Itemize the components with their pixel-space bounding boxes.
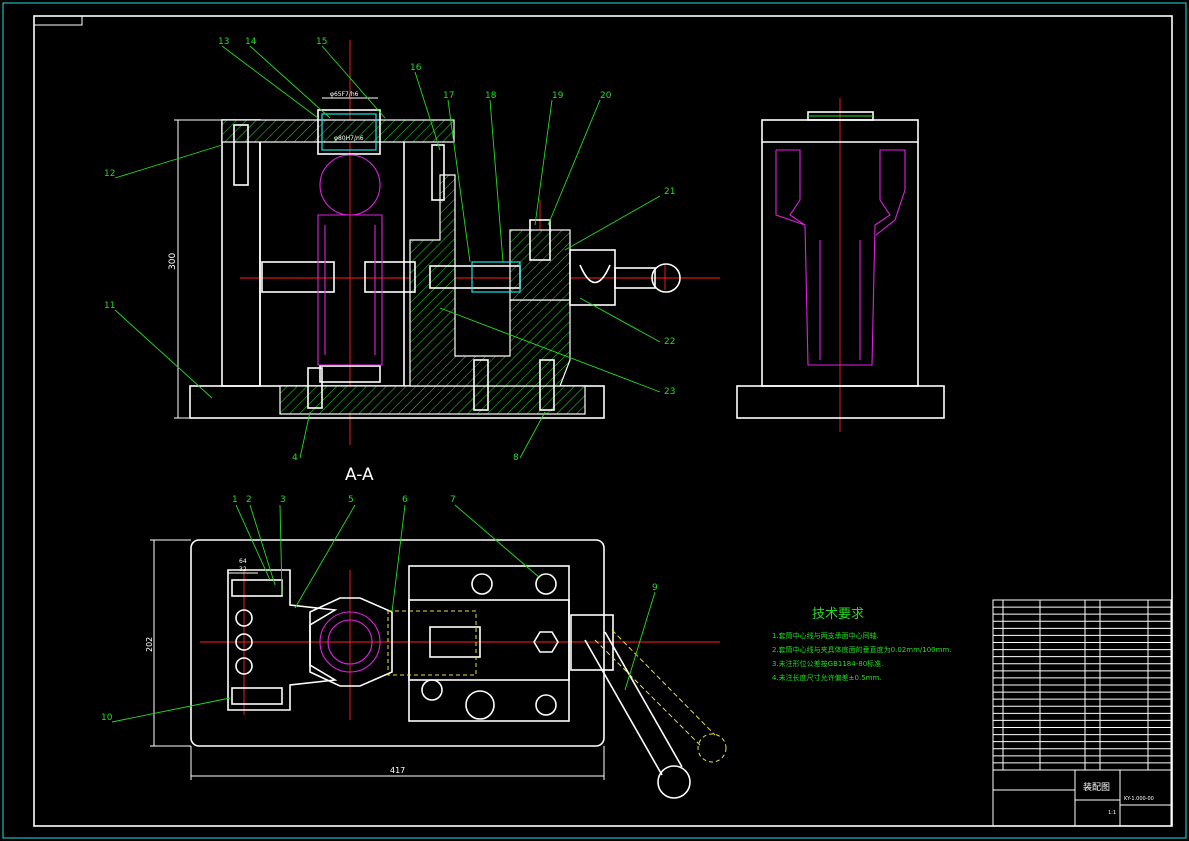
tech-item-4: 4.未注长度尺寸允许偏差±0.5mm.: [772, 673, 882, 682]
tech-item-3: 3.未注形位公差按GB1184-80标准.: [772, 659, 883, 668]
balloon-9: 9: [652, 583, 658, 593]
balloon-7: 7: [450, 495, 456, 505]
parts-list: [992, 599, 1172, 771]
plan-view: 417 202 32 64 1 2 3 5 6 7 9 10: [101, 495, 727, 799]
balloon-21: 21: [664, 187, 675, 197]
tech-item-2: 2.套筒中心线与夹具体底面的垂直度为0.02mm/100mm.: [772, 645, 951, 654]
dim-height-front: 300: [168, 253, 178, 270]
balloon-10: 10: [101, 713, 113, 723]
balloon-14: 14: [245, 37, 257, 47]
balloon-16: 16: [410, 63, 422, 73]
balloon-labels-top: 13 14 15 16 17 18 19 20 21 12 11 22 23 4…: [104, 37, 675, 463]
balloon-20: 20: [600, 91, 612, 101]
fit-top-label: φ65F7/h6: [330, 91, 359, 98]
balloon-6: 6: [402, 495, 408, 505]
tech-item-1: 1.套筒中心线与两支承面中心同轴.: [772, 631, 879, 640]
balloon-2: 2: [246, 495, 252, 505]
balloon-4: 4: [292, 453, 298, 463]
dim-height-plan: 202: [145, 637, 154, 652]
tech-requirements: 技术要求 1.套筒中心线与两支承面中心同轴. 2.套筒中心线与夹具体底面的垂直度…: [772, 607, 951, 682]
balloon-13: 13: [218, 37, 229, 47]
dim-small-1: 32: [239, 566, 247, 573]
part-code: KY-1.000-00: [1124, 796, 1154, 802]
side-view: [736, 98, 945, 432]
drawing-name: 装配图: [1083, 781, 1110, 793]
balloon-3: 3: [280, 495, 286, 505]
section-label: A-A: [345, 465, 374, 485]
balloon-12: 12: [104, 169, 115, 179]
balloon-15: 15: [316, 37, 327, 47]
dim-width-plan: 417: [390, 766, 405, 775]
balloon-18: 18: [485, 91, 497, 101]
dim-small-2: 64: [239, 558, 247, 565]
balloon-23: 23: [664, 387, 675, 397]
balloon-17: 17: [443, 91, 454, 101]
balloon-22: 22: [664, 337, 675, 347]
balloon-labels-bottom: 1 2 3 5 6 7 9 10: [101, 495, 658, 723]
balloon-8: 8: [513, 453, 519, 463]
title-block: 装配图 KY-1.000-00 1:1: [992, 769, 1172, 827]
leaders-bottom: [111, 504, 656, 723]
balloon-1: 1: [232, 495, 238, 505]
leaders-top: [114, 45, 661, 459]
fit-mid-label: φ80H7/n6: [334, 135, 364, 142]
tech-title: 技术要求: [812, 607, 864, 622]
balloon-19: 19: [552, 91, 564, 101]
front-section-view: 300 φ65F7/h6 φ80H7/n6 13 14 15 1: [104, 37, 720, 485]
balloon-5: 5: [348, 495, 354, 505]
balloon-11: 11: [104, 301, 115, 311]
scale-value: 1:1: [1108, 810, 1116, 816]
